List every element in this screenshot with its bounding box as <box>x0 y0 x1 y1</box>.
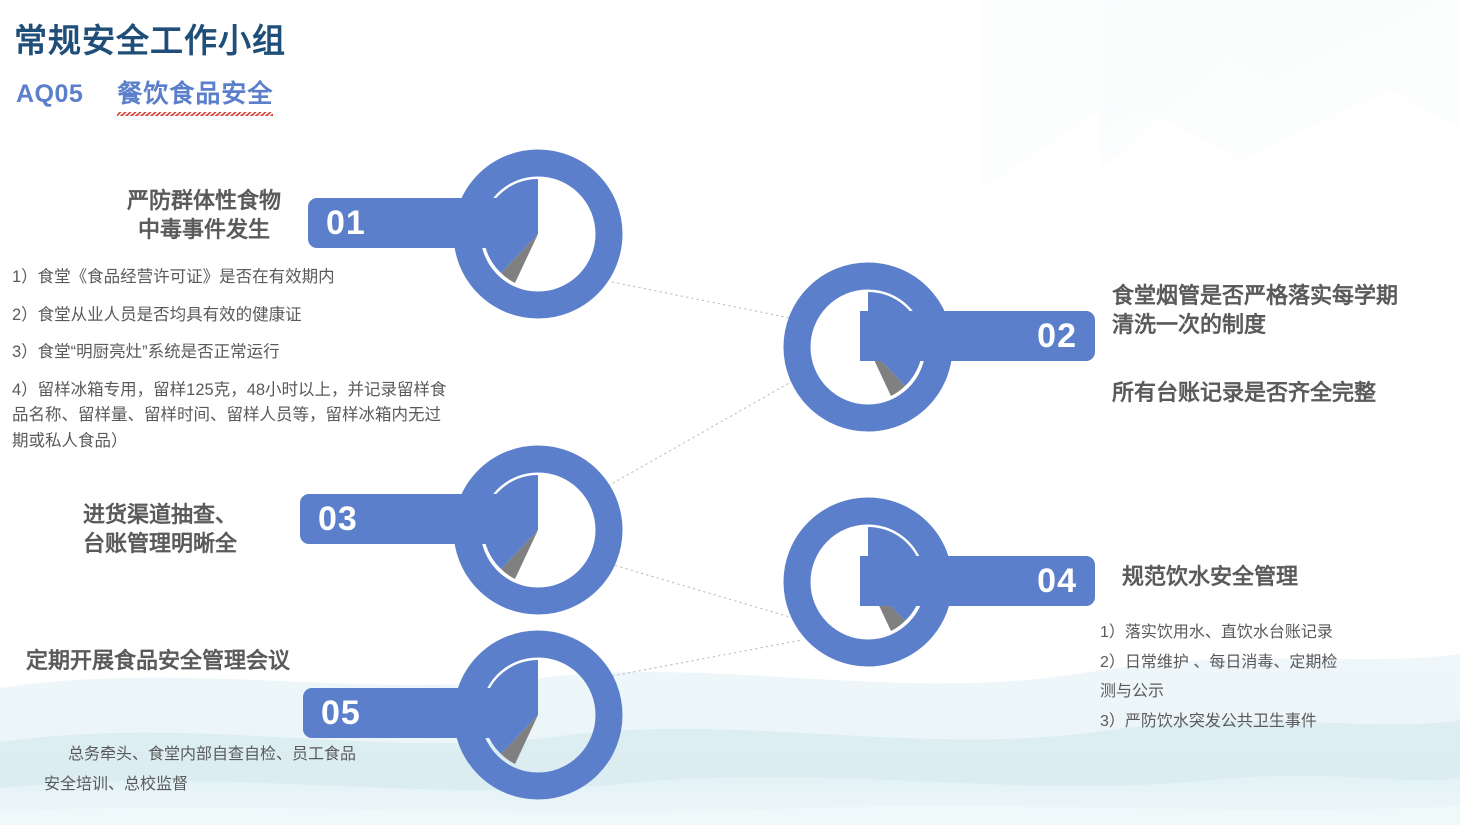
node-02-heading: 食堂烟管是否严格落实每学期 清洗一次的制度 <box>1112 283 1399 338</box>
node-04-number-tab[interactable]: 04 <box>860 556 1095 606</box>
node-04-heading: 规范饮水安全管理 <box>1122 564 1299 589</box>
list-item: 3）食堂“明厨亮灶”系统是否正常运行 <box>12 343 280 362</box>
list-item: 1）食堂《食品经营许可证》是否在有效期内 <box>12 268 335 286</box>
list-item: 1）落实饮用水、直饮水台账记录 <box>1100 624 1333 641</box>
node-05-number: 05 <box>321 694 361 732</box>
node-03-number: 03 <box>318 500 358 538</box>
list-item: 4）留样冰箱专用，留样125克，48小时以上，并记录留样食品名称、留样量、留样时… <box>12 380 447 450</box>
node-04-number: 04 <box>1037 562 1077 600</box>
subtitle-code: AQ05 <box>16 80 84 108</box>
node-04-item-list: 1）落实饮用水、直饮水台账记录 2）日常维护 、每日消毒、定期检 测与公示 3）… <box>1100 618 1450 736</box>
node-01-number: 01 <box>326 204 366 242</box>
node-05-item-list: 总务牵头、食堂内部自查自检、员工食品 安全培训、总校监督 <box>44 740 454 799</box>
connector-03-02 <box>607 377 799 487</box>
node-01-item-list: 1）食堂《食品经营许可证》是否在有效期内 2）食堂从业人员是否均具有效的健康证 … <box>12 265 452 454</box>
list-item: 3）严防饮水突发公共卫生事件 <box>1100 712 1317 730</box>
list-item: 安全培训、总校监督 <box>44 775 189 793</box>
node-05-ring[interactable] <box>453 630 623 800</box>
node-03-heading: 进货渠道抽查、 台账管理明晰全 <box>82 502 237 557</box>
page-title: 常规安全工作小组 <box>14 22 286 59</box>
node-01-ring[interactable] <box>453 149 623 319</box>
node-02-heading-secondary: 所有台账记录是否齐全完整 <box>1112 380 1377 405</box>
list-item: 2）食堂从业人员是否均具有效的健康证 <box>12 305 302 324</box>
node-05-heading: 定期开展食品安全管理会议 <box>26 648 291 673</box>
list-item: 测与公示 <box>1100 683 1165 701</box>
node-01-heading: 严防群体性食物 中毒事件发生 <box>126 188 281 243</box>
node-03-ring[interactable] <box>453 445 623 615</box>
node-02-number: 02 <box>1037 317 1077 355</box>
subtitle-row: AQ05 餐饮食品安全 <box>16 74 274 116</box>
node-01-ring-graphic <box>453 149 623 319</box>
list-item: 总务牵头、食堂内部自查自检、员工食品 <box>68 746 357 763</box>
list-item: 2）日常维护 、每日消毒、定期检 <box>1100 653 1338 671</box>
node-03-ring-graphic <box>453 445 623 615</box>
subtitle-subject: 餐饮食品安全 <box>117 74 274 116</box>
connector-01-02 <box>611 281 801 321</box>
node-05-ring-graphic <box>453 630 623 800</box>
connector-05-04 <box>611 639 803 677</box>
node-02-number-tab[interactable]: 02 <box>860 311 1095 361</box>
connector-03-04 <box>609 563 801 621</box>
